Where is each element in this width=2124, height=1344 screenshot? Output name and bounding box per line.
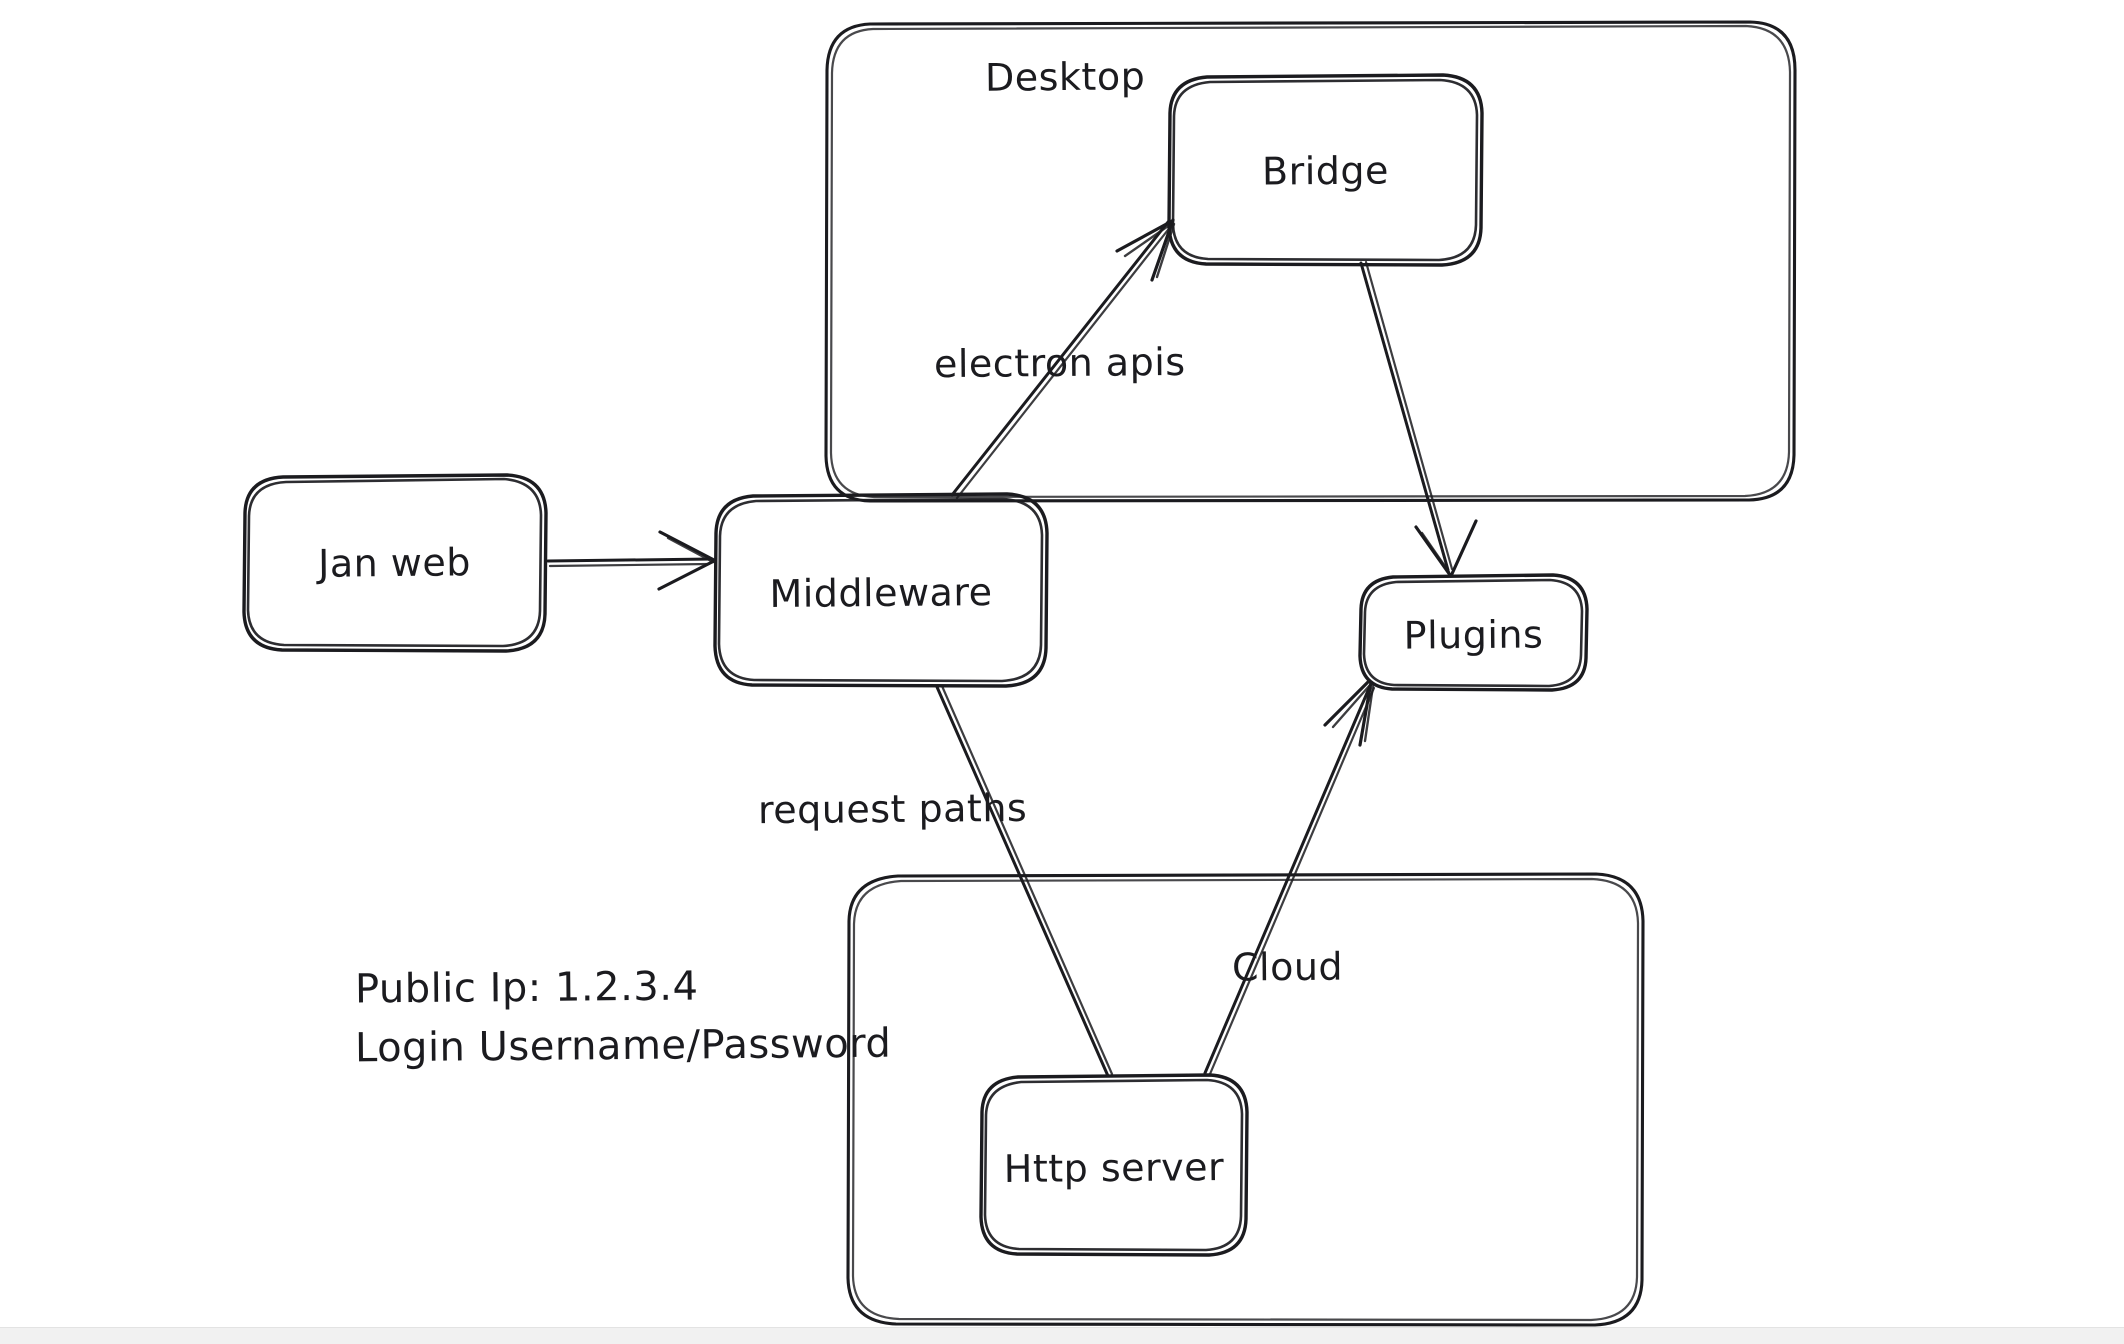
edge-bridge-plugins: [1359, 260, 1478, 578]
group-label-desktop: Desktop: [984, 54, 1146, 100]
note-login-credentials: Login Username/Password: [354, 1020, 892, 1072]
group-server-outline: [846, 872, 1645, 1327]
edge-label-request-paths: request paths: [757, 785, 1028, 833]
node-middleware-outline: [713, 492, 1049, 688]
node-http-server-outline: [979, 1073, 1249, 1257]
node-bridge-outline: [1167, 73, 1484, 267]
node-label-middleware[interactable]: Middleware: [769, 570, 993, 616]
node-label-http-server[interactable]: Http server: [1003, 1145, 1225, 1191]
node-label-plugins[interactable]: Plugins: [1403, 612, 1544, 658]
edge-label-electron-apis: electron apis: [933, 339, 1186, 387]
node-label-bridge[interactable]: Bridge: [1261, 148, 1390, 194]
node-label-jan-web[interactable]: Jan web: [317, 540, 472, 586]
group-desktop-outline: [824, 20, 1797, 503]
edge-label-cloud: Cloud: [1231, 944, 1344, 990]
edge-httpserver-plugins: [1203, 679, 1376, 1076]
note-public-ip: Public Ip: 1.2.3.4: [354, 963, 699, 1013]
node-jan-web-outline: [242, 473, 548, 653]
edge-middleware-httpserver: [935, 684, 1114, 1078]
edge-middleware-bridge: [950, 218, 1176, 500]
node-plugins-outline: [1358, 573, 1589, 692]
horizontal-scrollbar[interactable]: [0, 1327, 2124, 1344]
edge-janweb-middleware: [546, 530, 716, 591]
